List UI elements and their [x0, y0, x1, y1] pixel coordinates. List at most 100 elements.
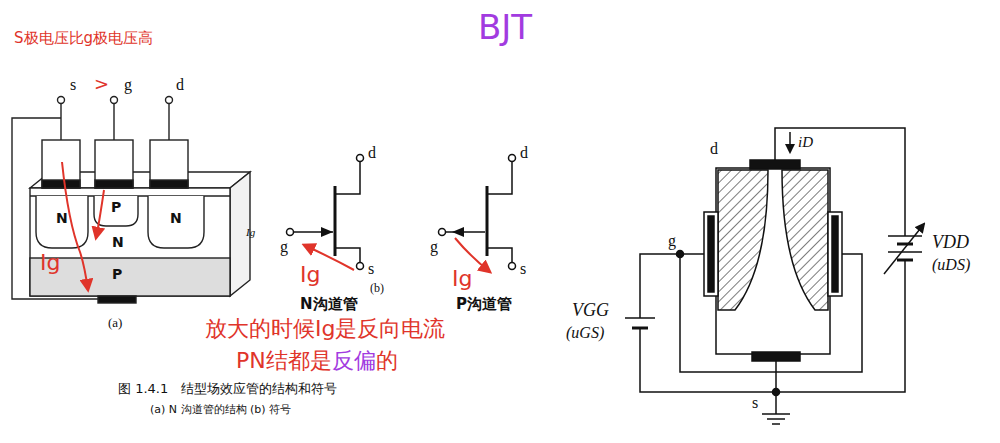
current-arrow — [789, 132, 791, 152]
label-text: 放大的时候Ig是反向电流 — [205, 316, 445, 341]
channel-bar — [334, 186, 337, 256]
label-text: d — [710, 140, 718, 158]
variable-arrow — [884, 224, 924, 274]
source-terminal — [357, 263, 364, 270]
gate-region — [704, 212, 718, 296]
source-contact — [42, 180, 80, 188]
drain-contact — [150, 180, 188, 188]
label-text: Ig — [300, 262, 320, 287]
label-text: 的 — [376, 348, 398, 373]
drain-lead — [487, 162, 512, 194]
battery-plate — [897, 243, 913, 246]
page-title: BJT — [478, 8, 532, 47]
gate-arrow — [452, 227, 464, 237]
label-text: d — [520, 144, 528, 162]
label-text: Ig — [452, 266, 472, 291]
label-text: (a) N 沟道管的结构 (b) 符号 — [150, 404, 291, 417]
label-text: g — [280, 238, 288, 256]
drain-terminal — [509, 155, 516, 162]
label-text: P — [111, 199, 121, 215]
source-lead — [60, 104, 61, 140]
figure-caption: 图 1.4.1 结型场效应管的结构和符号 — [118, 382, 337, 397]
label-text: (uGS) — [566, 324, 604, 342]
label-text: > — [94, 74, 109, 95]
drain-lead — [335, 162, 360, 194]
source-lead — [487, 248, 512, 262]
source-terminal — [509, 263, 516, 270]
gate-return-wire — [640, 328, 776, 392]
label-text: Ig — [40, 250, 60, 275]
battery-plate — [888, 251, 922, 253]
label-text: N — [112, 234, 124, 250]
n-plus-drain-well — [148, 196, 204, 248]
gate-region — [828, 212, 842, 296]
gate-contact — [832, 216, 838, 292]
jfet-structure — [12, 97, 250, 304]
label-text: (a) — [108, 316, 122, 331]
ground-symbol — [767, 418, 785, 420]
label-text: N — [56, 210, 68, 226]
label-text: s — [752, 394, 758, 412]
label-text: P沟道管 — [456, 296, 512, 313]
gate-contact — [708, 216, 714, 292]
ig-arrow — [96, 190, 104, 238]
label-text: iD — [798, 134, 813, 151]
source-contact — [752, 352, 800, 361]
label-text: N沟道管 — [300, 296, 358, 313]
gate-terminal — [439, 229, 446, 236]
bottom-electrode — [98, 296, 136, 303]
label-text: PN结都是 — [236, 348, 332, 373]
label-text: 反偏 — [332, 348, 376, 373]
source-electrode — [42, 140, 80, 188]
ground-symbol — [772, 423, 780, 425]
battery-plate — [625, 317, 655, 319]
battery-plate — [888, 235, 922, 237]
jfet-bias-circuit — [625, 128, 924, 424]
drain-lead — [168, 104, 169, 140]
drain-terminal — [357, 155, 364, 162]
n-channel-symbol — [287, 155, 364, 271]
n-plus-source-well — [36, 196, 88, 248]
drain-electrode — [150, 140, 188, 188]
label-text: N — [170, 210, 182, 226]
label-text: d — [176, 76, 184, 94]
channel-bar — [486, 186, 489, 256]
gate-contact — [95, 180, 133, 188]
label-text: s — [70, 76, 76, 94]
label-text: VGG — [572, 300, 609, 321]
label-text: (b) — [370, 282, 384, 296]
source-terminal — [58, 97, 65, 104]
n-channel-body — [30, 188, 230, 296]
source-lead — [335, 248, 360, 262]
gate-current-arrows — [62, 162, 104, 290]
gate-electrode — [95, 140, 133, 188]
gate-lead — [446, 231, 485, 233]
label-text: g — [124, 76, 132, 94]
label-text: S极电压比g极电压高 — [14, 30, 153, 47]
substrate-wire — [12, 118, 98, 299]
gate-arrow — [321, 227, 333, 237]
label-text: g — [430, 238, 438, 256]
gate-wire — [640, 254, 680, 318]
gate-terminal — [287, 229, 294, 236]
depletion-region — [782, 170, 828, 310]
label-text: d — [368, 144, 376, 162]
label-text: P — [112, 266, 122, 282]
drain-terminal — [166, 97, 173, 104]
label-text: s — [520, 260, 526, 278]
p-channel-symbol — [439, 155, 516, 273]
label-text: g — [668, 232, 676, 250]
label-text: (uDS) — [932, 256, 970, 274]
ground-symbol — [762, 413, 790, 415]
device-body — [716, 168, 830, 354]
gate-terminal — [111, 97, 118, 104]
label-text: s — [368, 260, 374, 278]
label-text: Ig — [246, 226, 255, 239]
gate-lead — [113, 104, 114, 140]
source-wire — [775, 361, 777, 414]
drain-contact — [750, 160, 800, 169]
return-wire — [776, 260, 905, 392]
depletion-region — [718, 170, 768, 310]
label-text: VDD — [932, 232, 969, 253]
